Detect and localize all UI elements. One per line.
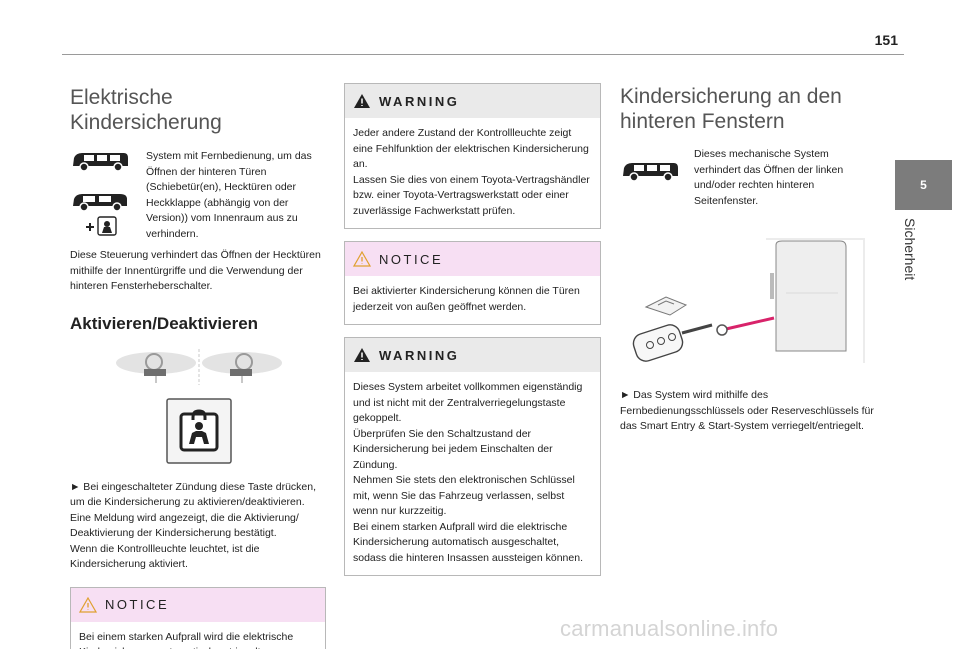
- key-window-lock-illustration: [632, 238, 865, 363]
- instruction-indicator: Wenn die Kontrollleuchte leuchtet, ist d…: [70, 542, 260, 571]
- notice-triangle-icon: [353, 251, 371, 267]
- instruction-message: Eine Meldung wird angezeigt, die die Akt…: [70, 511, 299, 540]
- notice-box-outside: NOTICE Bei aktivierter Kindersicherung k…: [344, 241, 601, 325]
- van-sliding-doors-icon: [623, 163, 678, 182]
- chapter-tab[interactable]: 5: [895, 160, 952, 210]
- middle-column: WARNING Jeder andere Zustand der Kontrol…: [344, 83, 601, 576]
- warning-triangle-icon: [354, 94, 370, 108]
- notice-triangle-icon: [79, 596, 97, 613]
- description-text: Diese Steuerung verhindert das Öffnen de…: [70, 249, 321, 292]
- warning-line: Überprüfen Sie den Schaltzustand der Kin…: [353, 427, 553, 471]
- warning-line: Nehmen Sie stets den elektronischen Schl…: [353, 474, 575, 517]
- intro-block: System mit Fernbedienung, um das Öffnen …: [70, 149, 326, 242]
- window-instruction: ► Das System wird mithilfe des Fernbedie…: [620, 389, 874, 432]
- window-intro-text: Dieses mechanische System verhindert das…: [694, 148, 844, 207]
- warning-line: Dieses System arbeitet vollkommen eigens…: [353, 381, 583, 424]
- intro-text: System mit Fernbedienung, um das Öffnen …: [146, 150, 312, 240]
- section-title-window-child-lock: Kindersicherung an den hinteren Fenstern: [620, 85, 842, 133]
- notice-body: Bei einem starken Aufprall wird die elek…: [79, 630, 294, 649]
- header-divider: [62, 54, 904, 55]
- plus-child-lock-icon: [86, 216, 117, 236]
- warning-box-system: WARNING Dieses System arbeitet vollkomme…: [344, 337, 601, 576]
- warning-triangle-icon: [354, 348, 370, 362]
- instruction-step-press: ► Bei eingeschalteter Zündung diese Tast…: [70, 480, 317, 509]
- window-intro-block: Dieses mechanische System verhindert das…: [620, 147, 882, 209]
- left-column: Elektrische Kindersicherung: [70, 70, 326, 649]
- notice-box-crash: NOTICE Bei einem starken Aufprall wird d…: [70, 586, 326, 649]
- warning-line: Bei einem starken Aufprall wird die elek…: [353, 520, 583, 564]
- warning-body: Jeder andere Zustand der Kontrollleuchte…: [345, 118, 600, 228]
- activation-instructions: ► Bei eingeschalteter Zündung diese Tast…: [70, 480, 326, 573]
- right-column: Kindersicherung an den hinteren Fenstern…: [620, 84, 882, 435]
- notice-title: NOTICE: [105, 597, 170, 612]
- warning-line: Lassen Sie dies von einem Toyota-Vertrag…: [353, 173, 590, 217]
- warning-header: WARNING: [345, 338, 600, 372]
- warning-line: Jeder andere Zustand der Kontrollleuchte…: [353, 127, 589, 170]
- child-lock-button-icon[interactable]: [166, 397, 232, 464]
- van-rear-doors-icon: [73, 194, 127, 212]
- subsection-title-activate: Aktivieren/Deaktivieren: [70, 313, 259, 333]
- notice-title: NOTICE: [379, 251, 444, 267]
- warning-header: WARNING: [345, 84, 600, 118]
- section-title-electric-child-lock: Elektrische Kindersicherung: [70, 86, 222, 134]
- page-number: 151: [874, 32, 898, 48]
- warning-body: Dieses System arbeitet vollkommen eigens…: [345, 372, 600, 575]
- steering-wheels-illustration: [116, 348, 282, 385]
- warning-box-indicator: WARNING Jeder andere Zustand der Kontrol…: [344, 83, 601, 229]
- warning-title: WARNING: [379, 93, 460, 109]
- notice-body: Bei aktivierter Kindersicherung können d…: [353, 285, 580, 313]
- notice-header: NOTICE: [345, 242, 600, 276]
- watermark: carmanualsonline.info: [560, 616, 779, 641]
- van-sliding-doors-icon: [73, 153, 128, 172]
- vehicle-icons: [70, 149, 138, 237]
- notice-header: NOTICE: [71, 587, 325, 622]
- chapter-label: Sicherheit: [902, 218, 918, 281]
- warning-title: WARNING: [379, 347, 460, 363]
